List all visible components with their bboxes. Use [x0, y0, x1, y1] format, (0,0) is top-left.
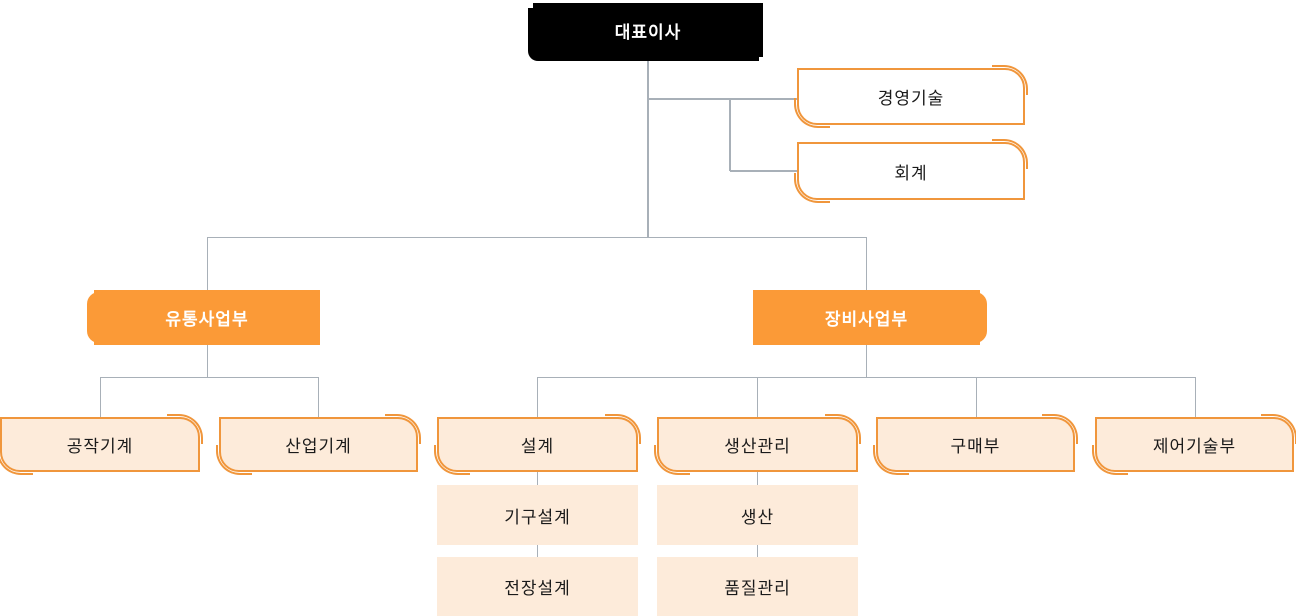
- connector-line: [730, 170, 797, 172]
- node-mechanical-design: 기구설계: [437, 485, 638, 545]
- connector-line: [648, 98, 797, 100]
- connector-line: [536, 545, 538, 557]
- connector-line: [206, 345, 208, 377]
- connector-line: [865, 345, 867, 377]
- node-ceo: 대표이사: [528, 3, 763, 61]
- connector-line: [99, 377, 101, 417]
- node-control-technology: 제어기술부: [1092, 414, 1296, 475]
- node-electrical-design: 전장설계: [437, 557, 638, 616]
- connector-line: [207, 236, 867, 238]
- node-machine-tools: 공작기계: [0, 414, 203, 475]
- connector-line: [317, 377, 319, 417]
- connector-line: [975, 377, 977, 417]
- connector-line: [536, 377, 538, 417]
- node-production-management: 생산관리: [654, 414, 861, 475]
- connector-line: [536, 472, 538, 485]
- node-industrial-machinery: 산업기계: [216, 414, 421, 475]
- node-accounting: 회계: [794, 139, 1028, 203]
- node-purchasing: 구매부: [873, 414, 1078, 475]
- connector-line: [756, 545, 758, 557]
- connector-line: [756, 472, 758, 485]
- connector-line: [1194, 377, 1196, 417]
- node-distribution-division: 유통사업부: [87, 290, 320, 345]
- connector-line: [729, 99, 731, 171]
- connector-line: [206, 237, 208, 290]
- connector-line: [756, 377, 758, 417]
- node-equipment-division: 장비사업부: [753, 290, 987, 345]
- connector-line: [647, 57, 649, 238]
- node-design: 설계: [434, 414, 641, 475]
- connector-line: [865, 237, 867, 290]
- connector-line: [100, 376, 318, 378]
- connector-line: [537, 376, 1195, 378]
- node-quality-control: 품질관리: [657, 557, 858, 616]
- node-management-technology: 경영기술: [794, 65, 1028, 128]
- node-production: 생산: [657, 485, 858, 545]
